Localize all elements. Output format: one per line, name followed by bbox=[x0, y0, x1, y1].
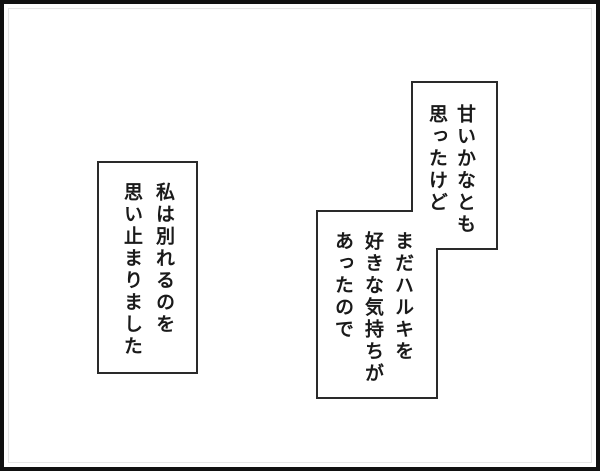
caption-box-right bbox=[316, 81, 498, 399]
caption-left-line-1: 私は別れるのを bbox=[153, 182, 175, 336]
caption-right-line-5: あったので bbox=[332, 231, 354, 341]
caption-box-left bbox=[97, 161, 198, 374]
caption-right-line-4: 好きな気持ちが bbox=[362, 231, 384, 385]
caption-right-line-1: 甘いかなとも bbox=[454, 104, 476, 236]
panel-inner-border bbox=[8, 8, 592, 463]
caption-left-line-2: 思い止まりました bbox=[121, 182, 143, 358]
caption-right-line-2: 思ったけど bbox=[426, 104, 448, 214]
caption-right-line-3: まだハルキを bbox=[392, 231, 414, 363]
